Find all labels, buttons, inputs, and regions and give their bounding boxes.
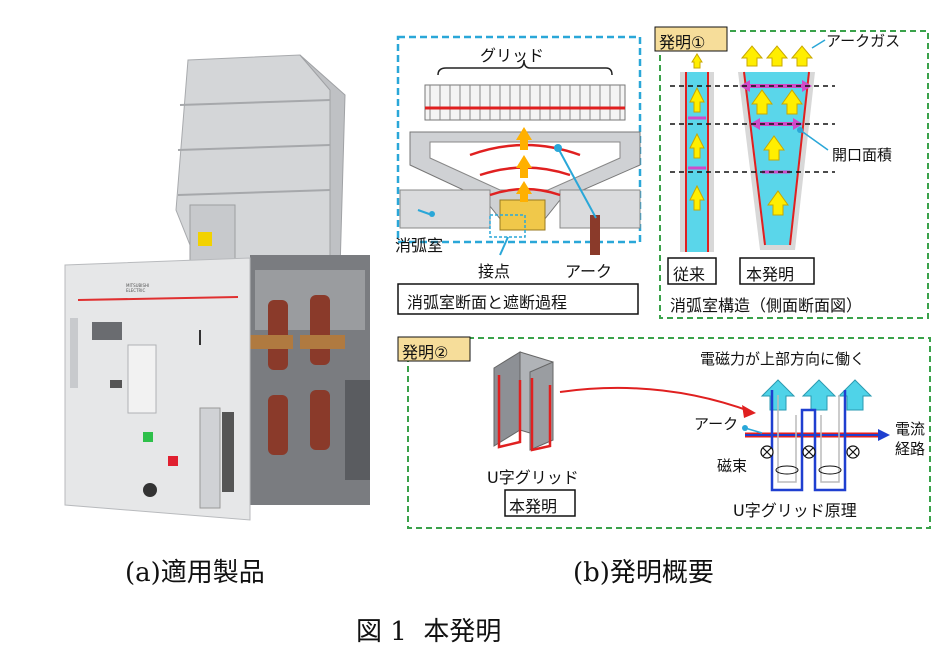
- em-force-label: 電磁力が上部方向に働く: [700, 350, 866, 368]
- invention2-frame: [407, 337, 931, 529]
- u-grid-principle-label: U字グリッド原理: [733, 501, 857, 520]
- opening-area-label: 開口面積: [832, 146, 893, 164]
- front-panel: [64, 257, 251, 521]
- grid-label: グリッド: [480, 46, 545, 65]
- chamber-label: 消弧室: [395, 236, 444, 255]
- caption-a: (a)適用製品: [125, 558, 265, 588]
- arc-label-2: アーク: [694, 415, 739, 433]
- conventional-channel: [680, 53, 714, 252]
- current-path-label-1: 電流: [895, 420, 926, 438]
- current-path-label-2: 経路: [895, 440, 926, 458]
- invention-channel: [738, 45, 815, 250]
- figure-caption: 図 1 本発明: [356, 617, 502, 647]
- grid-plates: [424, 59, 626, 121]
- mechanism-body: [248, 255, 370, 505]
- u-grid-label: U字グリッド: [487, 468, 579, 487]
- caption-b: (b)発明概要: [573, 558, 714, 588]
- arc-chamber-stack: [175, 54, 346, 272]
- contact-label: 接点: [478, 262, 511, 281]
- brand-logo-text: MITSUBISHI ELECTRIC: [126, 283, 150, 293]
- this-invention-label-2: 本発明: [509, 497, 558, 516]
- this-invention-label-1: 本発明: [746, 265, 795, 284]
- chamber-body: [399, 127, 641, 256]
- arc-label: アーク: [565, 262, 613, 281]
- flux-label: 磁束: [717, 457, 748, 475]
- arc-gas-label: アークガス: [826, 32, 901, 50]
- invention1-frame: [659, 30, 929, 319]
- u-grid-3d: [493, 351, 554, 452]
- chamber-section-caption: 消弧室断面と遮断過程: [407, 293, 568, 312]
- u-grid-principle: [742, 379, 890, 492]
- invention1-badge: 発明①: [659, 33, 706, 52]
- conventional-label: 従来: [673, 265, 706, 284]
- structure-caption: 消弧室構造（側面断面図）: [670, 296, 863, 315]
- invention2-badge: 発明②: [402, 343, 449, 362]
